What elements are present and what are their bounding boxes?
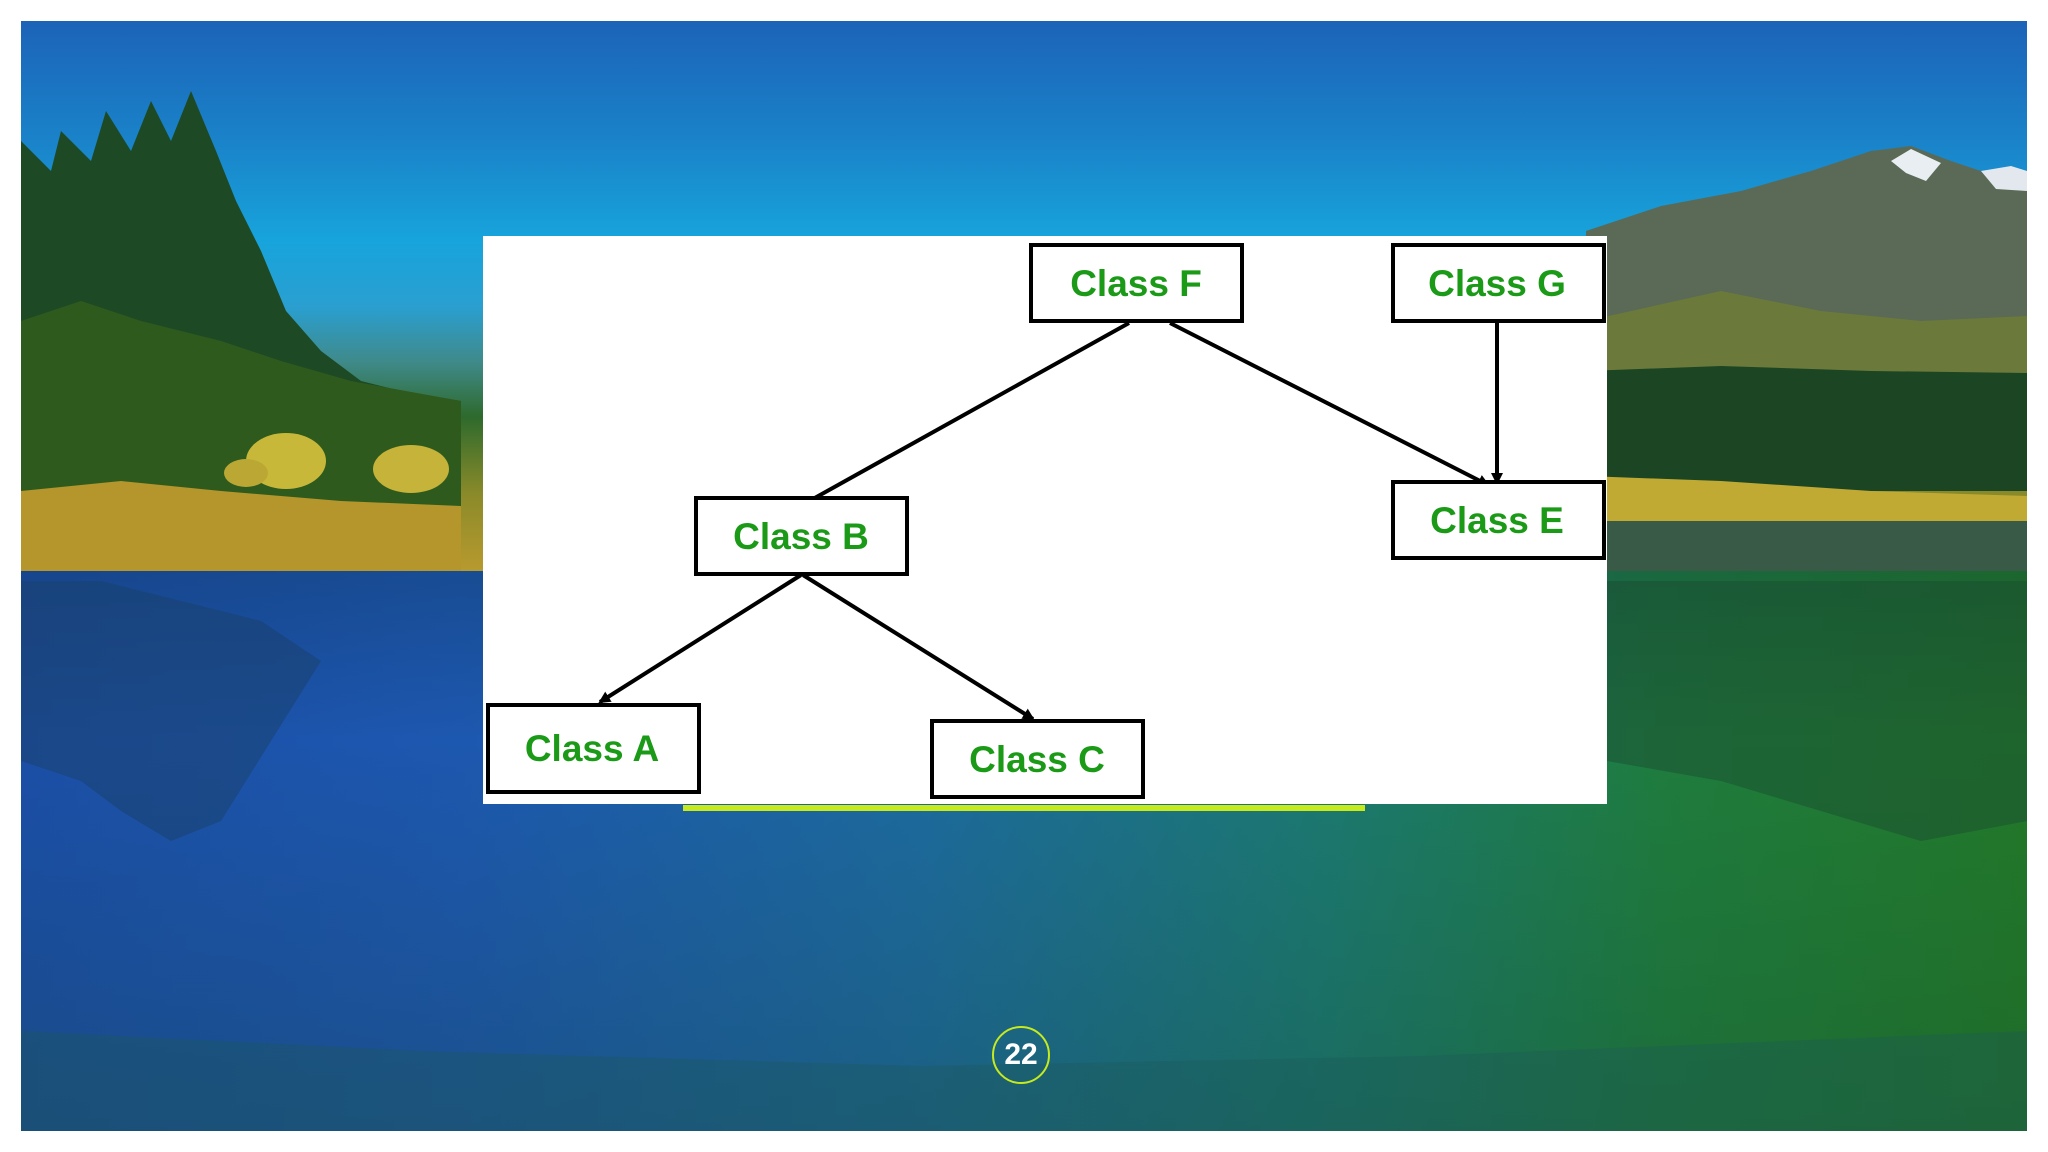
node-class-e-label: Class E <box>1430 500 1564 541</box>
edge-b-to-a <box>598 573 803 704</box>
left-forest <box>21 91 461 571</box>
node-class-g: Class G <box>1391 243 1606 323</box>
node-class-a: Class A <box>486 703 701 794</box>
class-diagram-panel: Class F Class G Class B Class E Class A … <box>483 236 1607 804</box>
slide: Class F Class G Class B Class E Class A … <box>21 21 2027 1131</box>
node-class-b: Class B <box>694 496 909 576</box>
accent-divider-line <box>683 805 1365 811</box>
right-mountain <box>1586 146 2027 571</box>
class-hierarchy-diagram: Class F Class G Class B Class E Class A … <box>486 243 1606 799</box>
node-class-g-label: Class G <box>1428 263 1566 304</box>
tree-reflection <box>21 581 321 841</box>
edge-b-to-c <box>801 573 1035 721</box>
page-number-badge: 22 <box>992 1026 1050 1084</box>
node-class-f: Class F <box>1029 243 1244 323</box>
mountain-reflection <box>1607 581 2027 841</box>
edge-f-to-e <box>1169 321 1490 487</box>
edge-f-to-b <box>793 321 1130 511</box>
node-class-c: Class C <box>930 719 1145 799</box>
page-number: 22 <box>1004 1038 1038 1071</box>
node-class-a-label: Class A <box>525 728 659 769</box>
node-class-b-label: Class B <box>733 516 869 557</box>
node-class-c-label: Class C <box>969 739 1105 780</box>
node-class-f-label: Class F <box>1070 263 1202 304</box>
node-class-e: Class E <box>1391 480 1606 560</box>
landscape-scenery <box>21 91 2027 1131</box>
